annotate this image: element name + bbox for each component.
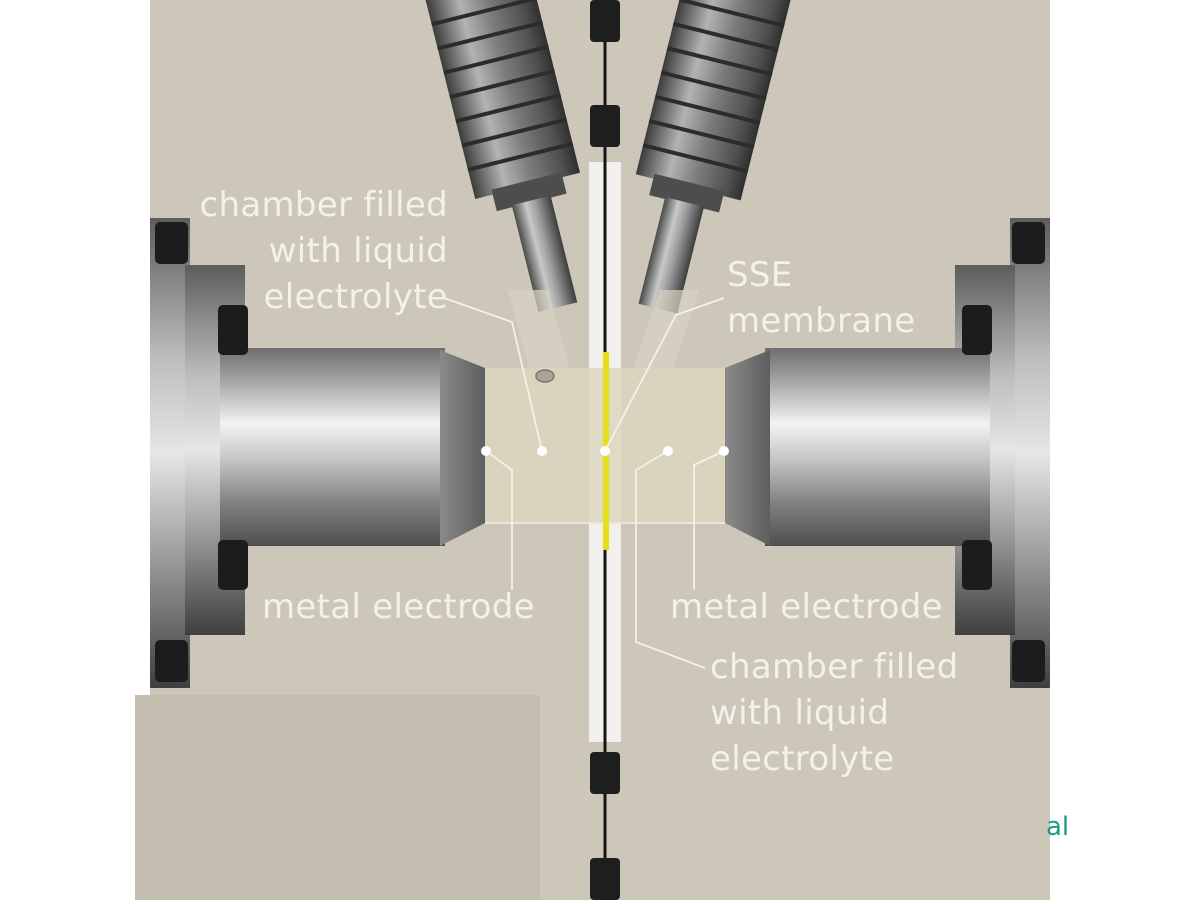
dot-chamber-left xyxy=(537,446,547,456)
label-chamber-left: chamber filled with liquid electrolyte xyxy=(200,182,449,320)
label-chamber-left-line3: electrolyte xyxy=(263,277,448,317)
gasket-bottom-1 xyxy=(590,752,620,794)
dot-electrode-right xyxy=(719,446,729,456)
stray-text: al xyxy=(1046,812,1070,842)
label-chamber-right-line3: electrolyte xyxy=(710,739,895,779)
left-electrode-assembly xyxy=(150,218,485,688)
label-chamber-right-line1: chamber filled xyxy=(710,647,959,687)
leader-chamber-right xyxy=(635,450,706,669)
gasket-top-1 xyxy=(590,0,620,42)
leader-dots xyxy=(481,446,729,456)
dot-sse xyxy=(600,446,610,456)
right-channel xyxy=(632,290,700,370)
fill-port xyxy=(535,369,555,383)
leader-electrode-right xyxy=(693,450,725,590)
label-chamber-left-line2: with liquid xyxy=(268,231,448,271)
leader-chamber-left xyxy=(443,297,543,452)
dot-electrode-left xyxy=(481,446,491,456)
leader-lines xyxy=(443,297,725,669)
label-metal-electrode-right: metal electrode xyxy=(670,587,943,627)
label-chamber-right: chamber filled with liquid electrolyte xyxy=(710,644,959,782)
dot-chamber-right xyxy=(663,446,673,456)
right-electrode-assembly xyxy=(725,218,1050,688)
leader-sse xyxy=(604,297,725,452)
label-sse-line2: membrane xyxy=(727,301,916,341)
label-metal-electrode-left: metal electrode xyxy=(262,587,535,627)
label-chamber-left-line1: chamber filled xyxy=(199,185,448,225)
cell-body-lower-block xyxy=(135,695,540,900)
leader-electrode-left xyxy=(485,450,513,590)
left-inlet-fitting xyxy=(419,0,580,313)
left-channel xyxy=(508,290,570,370)
label-chamber-right-line2: with liquid xyxy=(710,693,890,733)
gasket-top-2 xyxy=(590,105,620,147)
right-inlet-fitting xyxy=(635,0,797,314)
gasket-bottom-2 xyxy=(590,858,620,900)
label-sse-line1: SSE xyxy=(727,255,793,295)
label-sse-membrane: SSE membrane xyxy=(727,252,915,344)
